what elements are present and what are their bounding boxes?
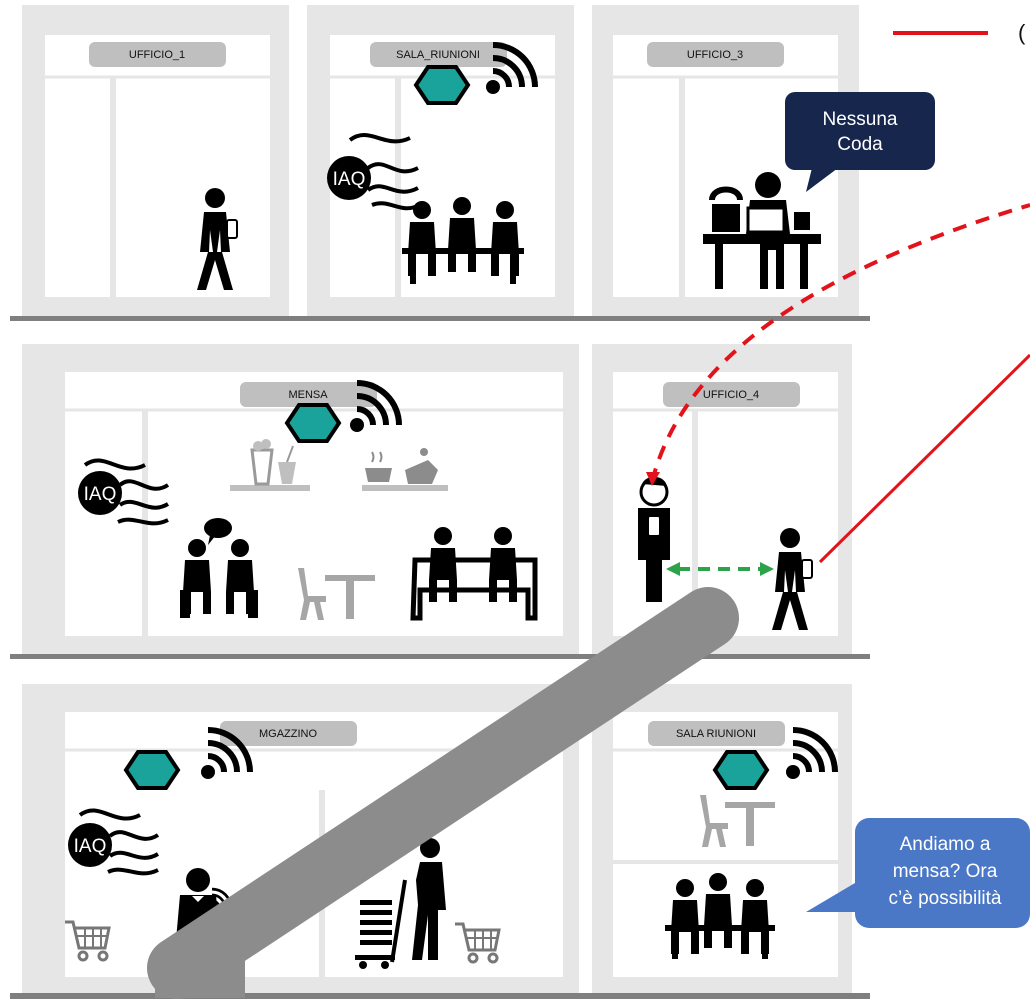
room-label-text: UFFICIO_3 (687, 49, 743, 61)
room-label (648, 721, 785, 746)
cafe-table-icon (298, 568, 796, 620)
bubble-text-line: c’è possibilità (889, 888, 1002, 909)
room-ufficio-1: UFFICIO_1 (22, 5, 289, 318)
room-label-text: SALA RIUNIONI (676, 728, 756, 740)
legend: ( (893, 20, 1026, 45)
room-label-text: MGAZZINO (259, 728, 317, 740)
room-magazzino: MGAZZINO IAQ (22, 684, 579, 994)
popcorn-drinks-icon (230, 439, 310, 491)
iaq-label: IAQ (84, 484, 117, 505)
iaq-label: IAQ (74, 836, 107, 857)
legend-text: ( (1018, 20, 1026, 45)
room-ufficio-3: UFFICIO_3 Nessuna Coda (592, 5, 935, 318)
iaq-airflow-icon: IAQ (327, 133, 421, 211)
room-mensa: MENSA IAQ (22, 344, 796, 654)
room-label (240, 382, 377, 407)
bubble-text-line: mensa? Ora (893, 861, 998, 882)
floor-line (10, 654, 870, 659)
bubble-text-line: Coda (837, 134, 883, 155)
room-label-text: MENSA (288, 389, 328, 401)
room-label-text: SALA_RIUNIONI (396, 49, 480, 61)
sensor-hexagon-icon (285, 403, 341, 443)
wireless-dashed-connection (650, 203, 1030, 483)
bubble-text-line: Nessuna (823, 109, 898, 130)
receptionist-icon (703, 172, 821, 289)
iaq-label: IAQ (333, 169, 366, 190)
worker-hand-truck-icon (355, 838, 446, 969)
speech-bubble-andiamo-a-mensa: Andiamo a mensa? Ora c’è possibilità (806, 818, 1030, 928)
wired-connection-line (818, 353, 1030, 564)
speech-bubble-nessuna-coda: Nessuna Coda (785, 92, 935, 192)
room-sala-riunioni-top: SALA_RIUNIONI IAQ (307, 5, 574, 318)
iaq-airflow-icon: IAQ (68, 808, 160, 876)
people-talking-icon (180, 518, 258, 618)
bubble-text-line: Andiamo a (900, 834, 991, 855)
room-label (89, 42, 226, 67)
sensor-hexagon-icon (713, 750, 769, 790)
meeting-table-icon (665, 873, 775, 959)
room-label (220, 721, 357, 746)
room-label (370, 42, 507, 67)
coffee-icon (362, 448, 448, 491)
room-ufficio-4: UFFICIO_4 (592, 344, 852, 654)
room-label-text: UFFICIO_4 (703, 389, 759, 401)
cafe-table-icon (700, 795, 775, 847)
escalator (147, 587, 739, 999)
floor-line (10, 316, 870, 321)
sensor-hexagon-icon (124, 750, 180, 790)
proximity-distance-arrow (666, 562, 774, 576)
room-label-text: UFFICIO_1 (129, 49, 185, 61)
room-label (663, 382, 800, 407)
person-standing-phone-icon (638, 476, 670, 602)
arrowhead-icon (646, 472, 660, 486)
people-sitting-sofa-icon (410, 527, 538, 621)
floor-line (10, 993, 870, 999)
room-sala-riunioni-bottom: SALA RIUNIONI (592, 684, 852, 994)
iaq-airflow-icon: IAQ (78, 458, 170, 526)
room-label (647, 42, 784, 67)
meeting-table-icon (402, 197, 524, 284)
sensor-hexagon-icon (414, 65, 470, 105)
